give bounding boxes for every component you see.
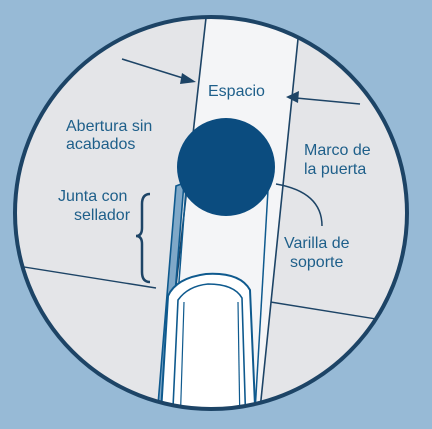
label-varilla-line2: soporte — [290, 254, 343, 271]
label-junta-line2: sellador — [74, 207, 131, 224]
magnifier-ring — [13, 15, 409, 411]
backer-rod-leader — [275, 183, 323, 227]
label-abertura-line2: acabados — [66, 136, 135, 153]
wall-seam-left — [17, 265, 157, 289]
gap-arrow-left — [121, 58, 196, 84]
backer-rod — [177, 118, 275, 216]
frame-right-edge — [253, 189, 269, 409]
label-junta-line1: Junta con — [58, 188, 127, 205]
door-leaf-inner — [171, 283, 247, 409]
sealant-brace — [135, 192, 151, 284]
label-espacio: Espacio — [208, 83, 265, 100]
label-marco-line2: la puerta — [304, 161, 366, 178]
label-varilla-line1: Varilla de — [284, 235, 350, 252]
gap-arrow-right — [286, 91, 361, 105]
label-abertura-line1: Abertura sin — [66, 118, 152, 135]
label-marco-line1: Marco de — [304, 142, 371, 159]
